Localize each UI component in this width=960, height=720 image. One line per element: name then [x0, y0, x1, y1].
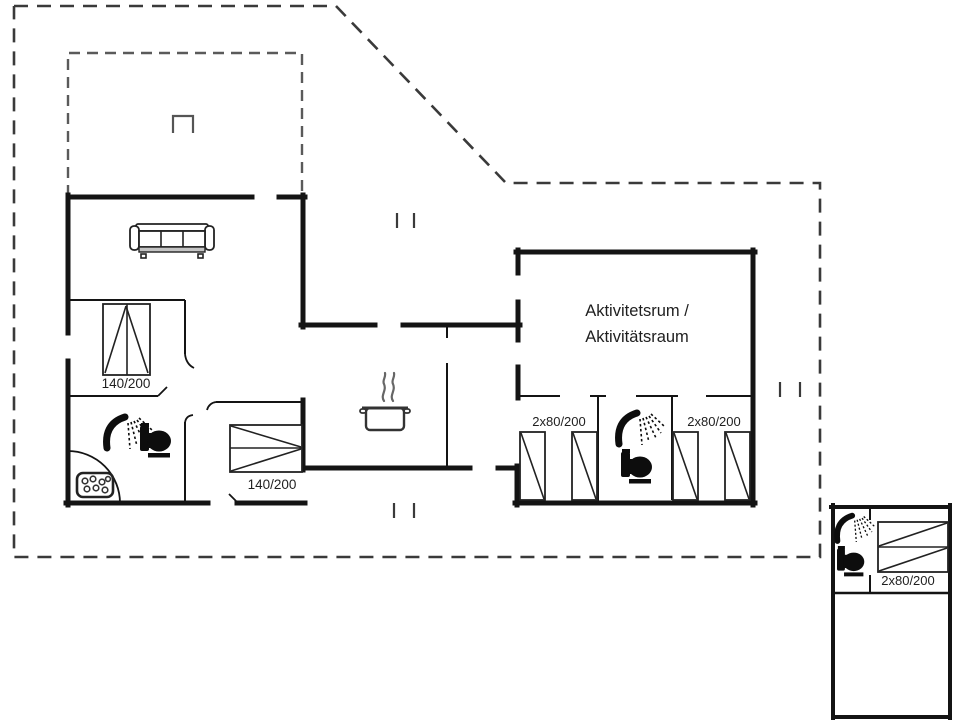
grill-icon [171, 114, 195, 133]
door-swing-bedroom1 [157, 386, 168, 397]
whirlpool-bubble [83, 485, 91, 493]
shower-spray [642, 417, 650, 443]
toilet-base [148, 453, 170, 458]
sofa-arm-right [204, 225, 215, 251]
annex-bunk-line [878, 522, 948, 547]
toilet-lid-nub [837, 546, 845, 550]
activity-room-label: Aktivitetsrum / [585, 302, 689, 320]
toilet-cistern [621, 452, 630, 477]
toilet-bowl [147, 430, 171, 452]
bed-size-label: 2x80/200 [687, 414, 741, 429]
shower-arm [834, 512, 856, 544]
shower-spray [133, 420, 145, 443]
shower-arm [615, 409, 641, 448]
shower-corner-arc [67, 450, 121, 504]
bunk-bed-line [673, 432, 698, 500]
grill-outline [171, 114, 195, 133]
shower-spray [856, 519, 863, 540]
door-swing-south [228, 493, 238, 503]
pot-handle [359, 408, 367, 414]
shower-icon [615, 409, 665, 448]
bunk-bed-line [725, 432, 750, 500]
whirlpool-bubble [81, 477, 89, 485]
toilet-base [629, 479, 651, 484]
bunk-bed-line [520, 432, 545, 500]
bunk-bed-line [572, 432, 597, 500]
plot-boundary-dashed [12, 4, 822, 559]
shower-spray [127, 422, 131, 450]
steam-line [381, 371, 387, 403]
door-jamb-bath [184, 414, 194, 425]
activity-room-label: Aktivitätsraum [585, 328, 689, 346]
terrace-boundary-dashed [66, 51, 304, 196]
sofa-front-edge [138, 246, 206, 253]
shower-arm [103, 413, 129, 452]
shower-spray [859, 518, 869, 537]
shower-spray [130, 421, 138, 447]
whirlpool-bubble [101, 486, 109, 494]
sofa-arm-left [129, 225, 140, 251]
bed-140-room2-line [230, 425, 302, 448]
pot-handle [403, 408, 411, 414]
toilet-lid-nub [622, 449, 630, 453]
whirlpool-bubble [104, 475, 112, 483]
toilet-icon [837, 546, 865, 577]
bed-size-label: 140/200 [102, 376, 151, 391]
bed-size-label: 140/200 [248, 477, 297, 492]
toilet-bowl [843, 552, 865, 572]
whirlpool-icon [75, 471, 115, 499]
toilet-cistern [837, 548, 845, 571]
shower-spray [645, 416, 657, 439]
bed-140-room2-line [230, 448, 302, 472]
pot-body [364, 406, 406, 432]
bed-size-label: 2x80/200 [532, 414, 586, 429]
toilet-cistern [140, 426, 149, 451]
shower-spray [648, 415, 662, 434]
sofa-foot [140, 253, 147, 259]
sofa-seat [138, 230, 206, 248]
toilet-icon [621, 449, 652, 484]
bed-140-room1-line [104, 305, 127, 374]
door-jamb-bedroom2 [206, 401, 217, 411]
whirlpool-bubble [89, 475, 97, 483]
shower-spray [650, 413, 665, 427]
bed-size-label: 2x80/200 [881, 573, 935, 588]
door-jamb-hall [184, 353, 195, 369]
shower-spray [854, 520, 857, 542]
toilet-icon [140, 423, 171, 458]
steam-line [390, 371, 396, 403]
sofa-foot [197, 253, 204, 259]
toilet-bowl [628, 456, 652, 478]
shower-icon [834, 512, 875, 544]
annex-bunk-line [878, 547, 948, 572]
shower-spray [861, 517, 873, 533]
bed-140-room1-line [125, 305, 149, 374]
toilet-base [844, 572, 864, 577]
shower-spray [639, 418, 643, 446]
whirlpool-bubble [98, 478, 106, 486]
sofa-back [135, 223, 209, 232]
cooking-pot-icon [359, 371, 411, 432]
toilet-lid-nub [141, 423, 149, 427]
whirlpool-bubble [92, 484, 100, 492]
sofa-icon [129, 223, 215, 259]
